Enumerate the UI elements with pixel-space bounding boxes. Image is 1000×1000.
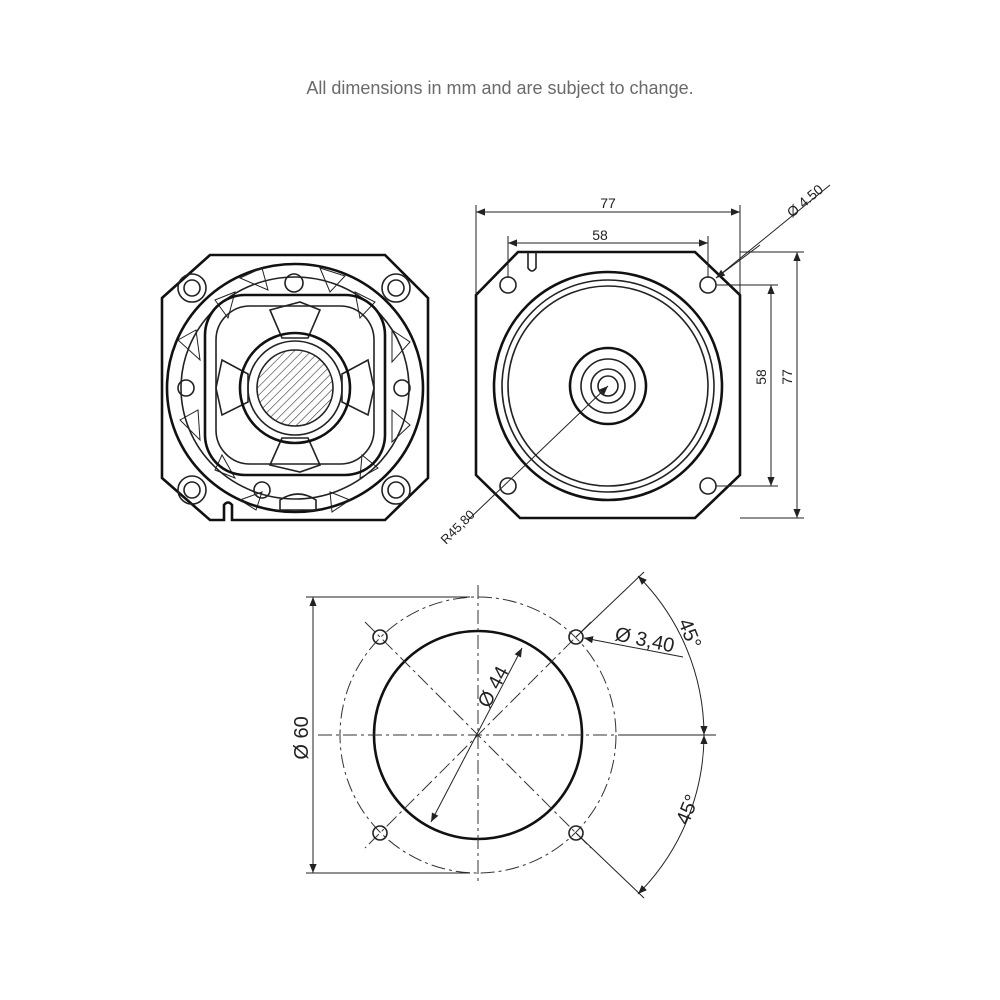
- tweeter-dome: [590, 368, 626, 404]
- spoke: [268, 437, 322, 473]
- cutout-hole: [372, 825, 388, 841]
- mount-hole: [177, 475, 207, 505]
- mount-hole: [699, 276, 717, 294]
- magnet-outer: [238, 331, 352, 445]
- mount-hole: [387, 481, 405, 499]
- angle-top-label: 45°: [673, 616, 705, 652]
- mount-hole: [381, 475, 411, 505]
- frame-notch: [527, 252, 537, 272]
- terminal-block: [279, 493, 317, 511]
- inner-diameter-label: Ø 44: [474, 663, 514, 712]
- cutout-hole-label: Ø 3,40: [613, 623, 676, 657]
- rear-view: [160, 253, 430, 522]
- terminal: [284, 273, 304, 293]
- front-frame-outline: [474, 250, 742, 520]
- radius-label: R45,80: [438, 507, 478, 547]
- angle-arc-bottom: [637, 734, 708, 895]
- tweeter-center: [597, 375, 619, 397]
- inner-diameter-dimension-line: [430, 647, 523, 823]
- cutout-view: Ø 60 Ø 44 Ø 3,40 45° 45°: [291, 571, 716, 899]
- front-view: 77 58 Ø 4.50 R45,80 58 77: [438, 181, 831, 547]
- cone: [507, 285, 709, 487]
- height-label: 77: [779, 369, 795, 385]
- mount-hole: [387, 279, 405, 297]
- mount-hole: [381, 273, 411, 303]
- radius-leader: [467, 385, 609, 521]
- mount-hole: [699, 477, 717, 495]
- tweeter-ring: [568, 346, 648, 426]
- spoke: [268, 301, 322, 339]
- mount-hole: [183, 279, 201, 297]
- outer-diameter-label: Ø 60: [291, 716, 313, 759]
- terminal: [177, 379, 195, 397]
- angle-bottom-label: 45°: [672, 792, 704, 828]
- hole-diameter-label: Ø 4.50: [784, 181, 827, 220]
- motor-plate-outer: [203, 293, 387, 477]
- basket-ribs: [177, 267, 411, 513]
- rear-basket-ring: [180, 276, 410, 500]
- mount-hole: [499, 276, 517, 294]
- angle-arc-top: [637, 575, 708, 736]
- width-label: 77: [600, 195, 616, 211]
- height-hole-pitch-label: 58: [753, 369, 769, 385]
- pole-piece: [256, 349, 334, 427]
- mount-hole: [183, 481, 201, 499]
- terminal: [253, 481, 271, 499]
- cutout-hole: [372, 629, 388, 645]
- terminal: [393, 379, 411, 397]
- dimensions-note: All dimensions in mm and are subject to …: [306, 78, 694, 98]
- rear-basket-outer: [165, 262, 425, 514]
- hole-pitch-label: 58: [592, 227, 608, 243]
- cutout-hole: [568, 629, 584, 645]
- mount-hole: [177, 273, 207, 303]
- hole-diameter-leader: [715, 184, 831, 279]
- mount-hole: [499, 477, 517, 495]
- magnet-ring: [247, 340, 343, 436]
- cone-outer: [492, 270, 724, 502]
- cutout-hole: [568, 825, 584, 841]
- cone-surround: [501, 279, 715, 493]
- tweeter: [580, 358, 636, 414]
